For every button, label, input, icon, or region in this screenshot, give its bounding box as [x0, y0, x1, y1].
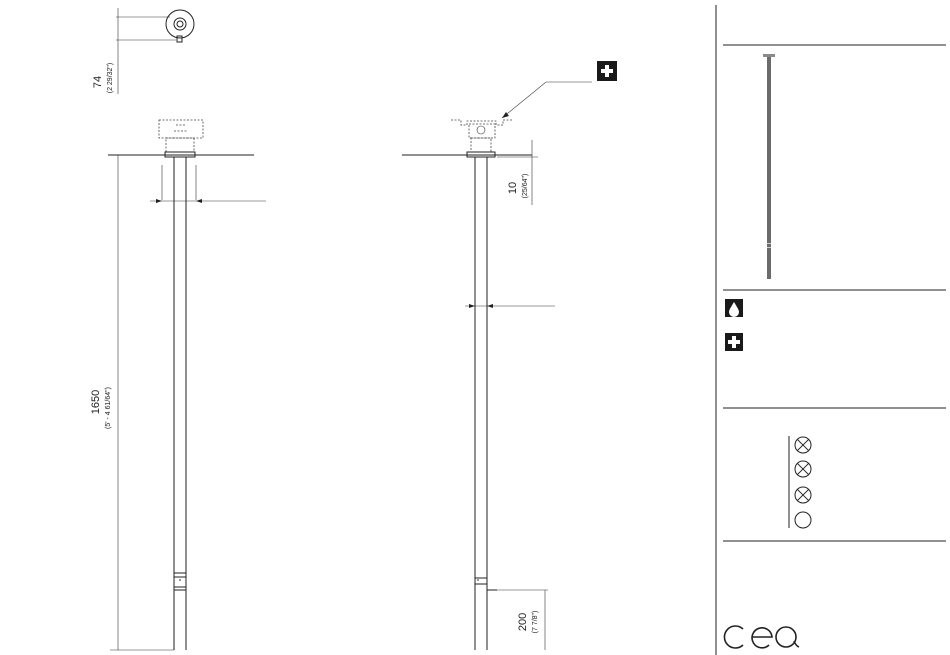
water-drop-icon — [725, 299, 743, 317]
top-plan-fitting — [116, 8, 194, 94]
side-diameter-dim — [465, 304, 555, 308]
dim-total-length-value: 1650 — [90, 390, 102, 414]
dim-total-length-imperial: (5' - 4 61/64") — [105, 387, 112, 429]
crossed-circle-symbol-2 — [795, 461, 811, 477]
dim-total-length: 1650 (5' - 4 61/64") — [90, 155, 174, 650]
front-fitting-body — [159, 120, 203, 157]
product-thumbnail — [763, 54, 775, 279]
empty-circle-symbol — [795, 512, 811, 528]
dim-bottom-length: 200 (7 7/8") — [497, 590, 548, 650]
crossed-circle-symbol-1 — [795, 437, 811, 453]
spec-symbols — [789, 436, 811, 528]
dim-flange-height-value: 10 — [507, 182, 519, 194]
dim-flange-height-imperial: (25/64") — [522, 174, 529, 199]
dim-bottom-length-value: 200 — [517, 613, 529, 631]
front-diameter-dim — [150, 165, 266, 203]
info-panel — [716, 5, 946, 655]
dim-flange-height: 10 (25/64") — [497, 140, 538, 205]
plus-callout-icon — [597, 61, 617, 81]
front-elevation-view: 74 (2 29/32") — [90, 8, 266, 650]
cea-logo — [724, 626, 799, 648]
crossed-circle-symbol-3 — [795, 487, 811, 503]
side-fitting-body — [451, 120, 512, 157]
dim-top-width-value: 74 — [92, 76, 104, 88]
side-elevation-view: 10 (25/64") 200 (7 7/8") — [402, 61, 617, 650]
dim-bottom-length-imperial: (7 7/8") — [532, 611, 539, 634]
front-pipe — [174, 157, 186, 650]
plus-callout-leader — [502, 82, 592, 118]
side-pipe — [475, 157, 497, 650]
dim-top-width: 74 (2 29/32") — [92, 63, 114, 94]
dim-top-width-imperial: (2 29/32") — [107, 63, 114, 94]
plus-icon — [725, 333, 743, 351]
